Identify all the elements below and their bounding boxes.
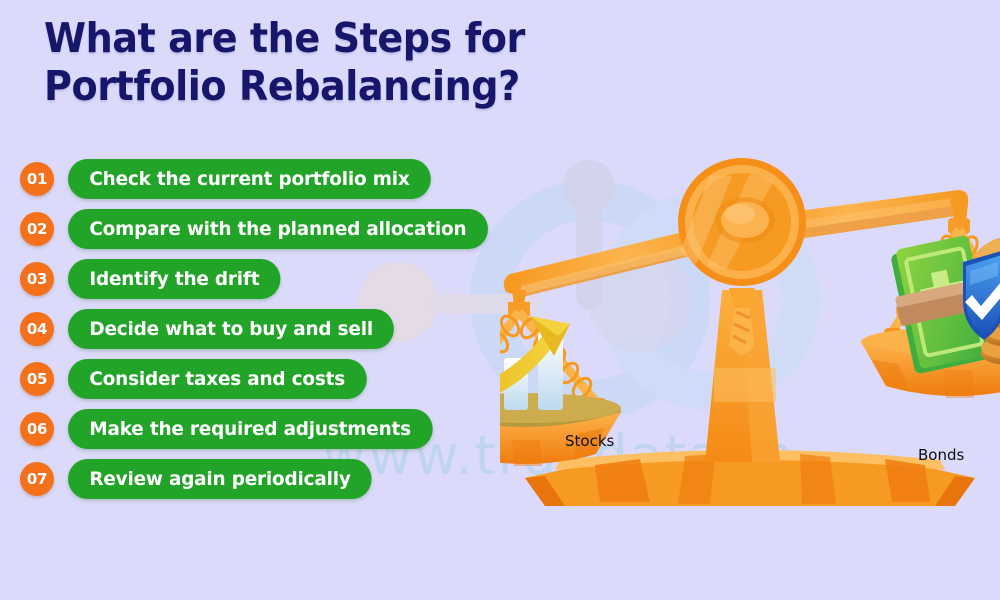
step-label: Review again periodically [68,459,373,499]
step-number-badge: 02 [20,212,54,246]
step-number-badge: 03 [20,262,54,296]
list-item[interactable]: 06 Make the required adjustments [20,408,620,450]
step-label: Compare with the planned allocation [68,209,488,249]
list-item[interactable]: 01 Check the current portfolio mix [20,158,620,200]
scale-column [705,288,780,462]
balance-scale-icon [429,158,1000,506]
list-item[interactable]: 07 Review again periodically [20,458,620,500]
step-number-badge: 01 [20,162,54,196]
shield-check-icon [963,251,1000,340]
left-pan-label: Stocks [565,432,615,450]
step-number-badge: 06 [20,412,54,446]
list-item[interactable]: 03 Identify the drift [20,258,620,300]
step-label: Decide what to buy and sell [68,309,395,349]
right-pan-label: Bonds [918,446,965,464]
step-label: Check the current portfolio mix [68,159,431,199]
step-number-badge: 04 [20,312,54,346]
balance-scale-illustration: Stocks Bonds [429,140,1000,600]
steps-list: 01 Check the current portfolio mix 02 Co… [20,158,620,508]
page-title-line-1: What are the Steps for [44,14,525,62]
list-item[interactable]: 04 Decide what to buy and sell [20,308,620,350]
scale-fulcrum [678,158,806,286]
step-label: Consider taxes and costs [68,359,367,399]
list-item[interactable]: 05 Consider taxes and costs [20,358,620,400]
list-item[interactable]: 02 Compare with the planned allocation [20,208,620,250]
step-label: Make the required adjustments [68,409,433,449]
page-title-line-2: Portfolio Rebalancing? [44,62,520,111]
step-label: Identify the drift [68,259,281,299]
step-number-badge: 07 [20,462,54,496]
step-number-badge: 05 [20,362,54,396]
right-pan-group [861,204,1000,398]
page-title: What are the Steps for Portfolio Rebalan… [44,14,565,111]
